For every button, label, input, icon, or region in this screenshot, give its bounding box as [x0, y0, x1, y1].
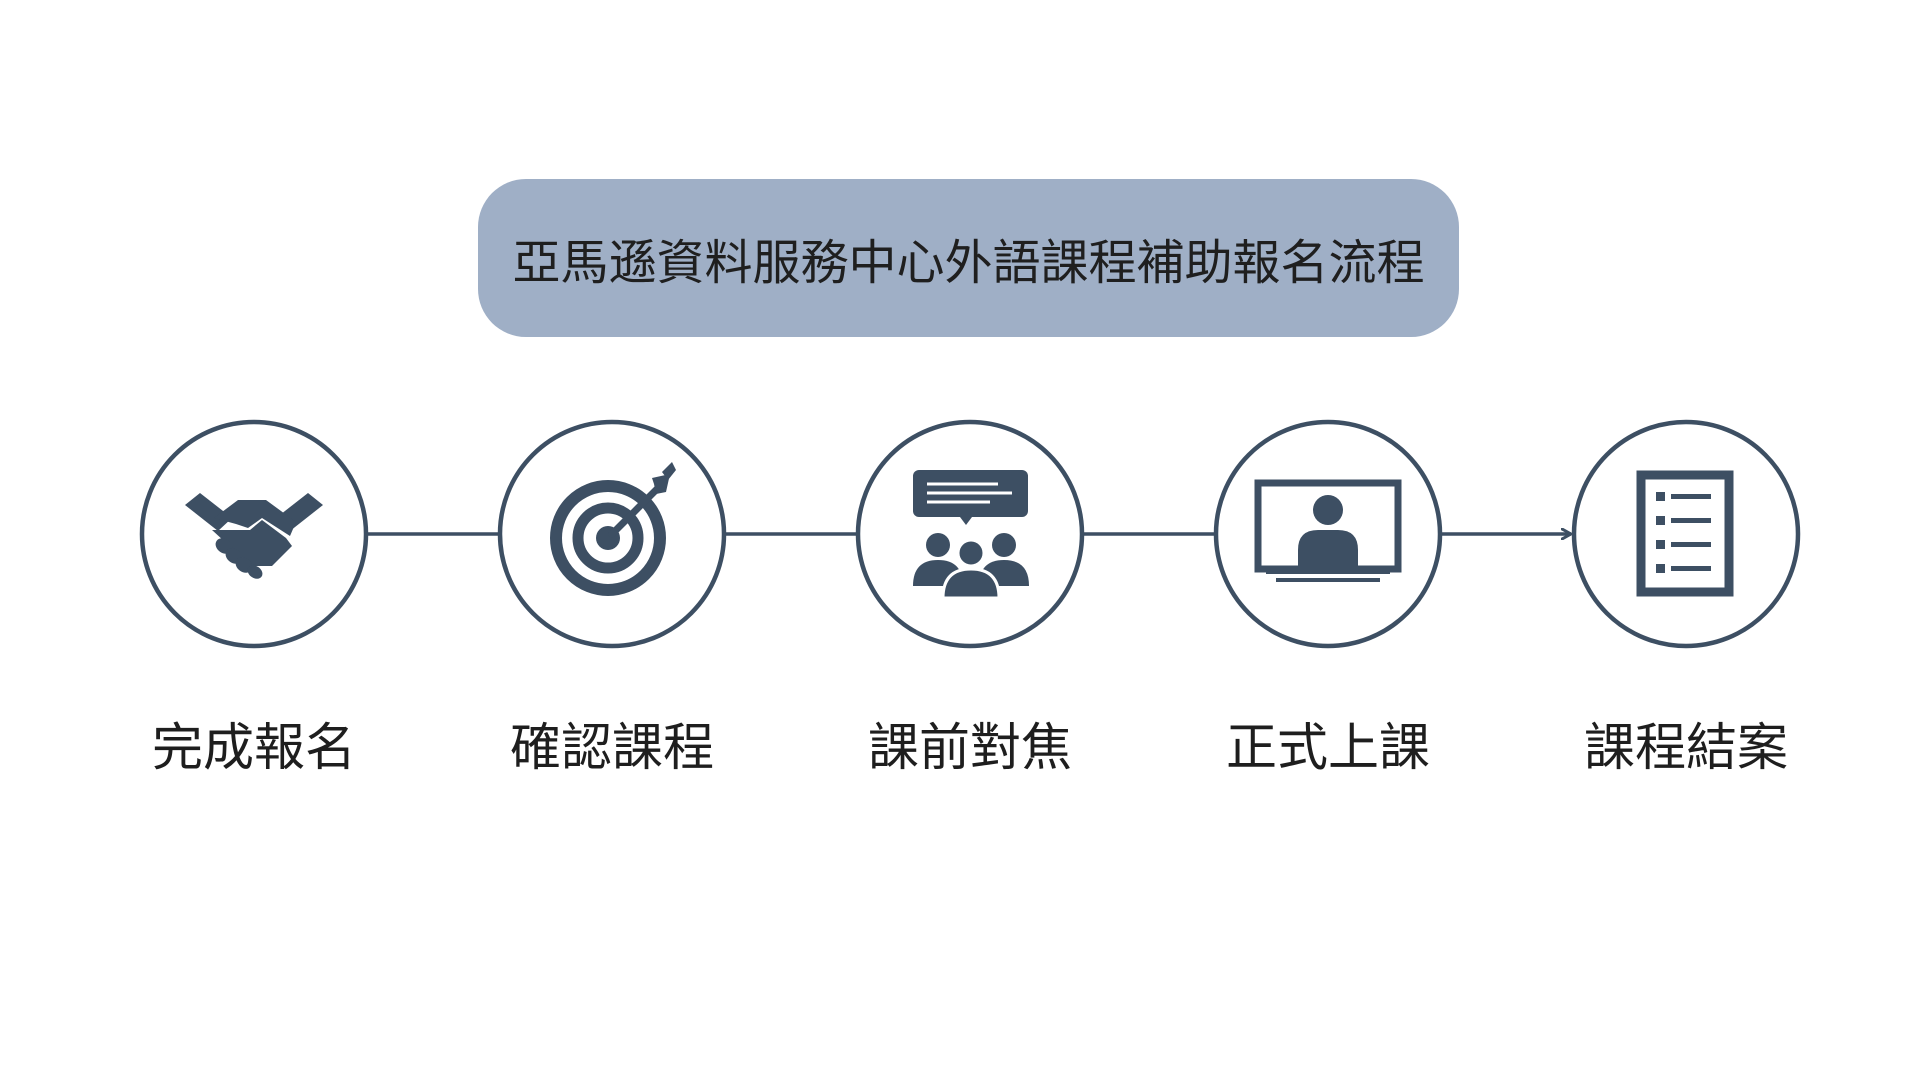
title-banner: 亞馬遜資料服務中心外語課程補助報名流程: [478, 179, 1459, 337]
flow-title: 亞馬遜資料服務中心外語課程補助報名流程: [512, 235, 1425, 291]
step-1-node: [139, 419, 369, 649]
step-3-node: [855, 419, 1085, 649]
meeting-discussion-icon: [913, 470, 1029, 600]
step-label-5: 課程結案: [1583, 719, 1788, 778]
online-class-monitor-icon: [1254, 479, 1402, 582]
target-icon: [550, 462, 676, 596]
step-5-node: [1571, 419, 1801, 649]
step-label-1: 完成報名: [151, 719, 356, 778]
step-label-3: 課前對焦: [867, 719, 1072, 778]
step-2-node: [497, 419, 727, 649]
step-label-2: 確認課程: [509, 719, 714, 778]
step-label-4: 正式上課: [1225, 719, 1430, 778]
step-4-node: [1213, 419, 1443, 649]
checklist-icon: [1636, 470, 1734, 597]
handshake-icon: [185, 493, 323, 579]
